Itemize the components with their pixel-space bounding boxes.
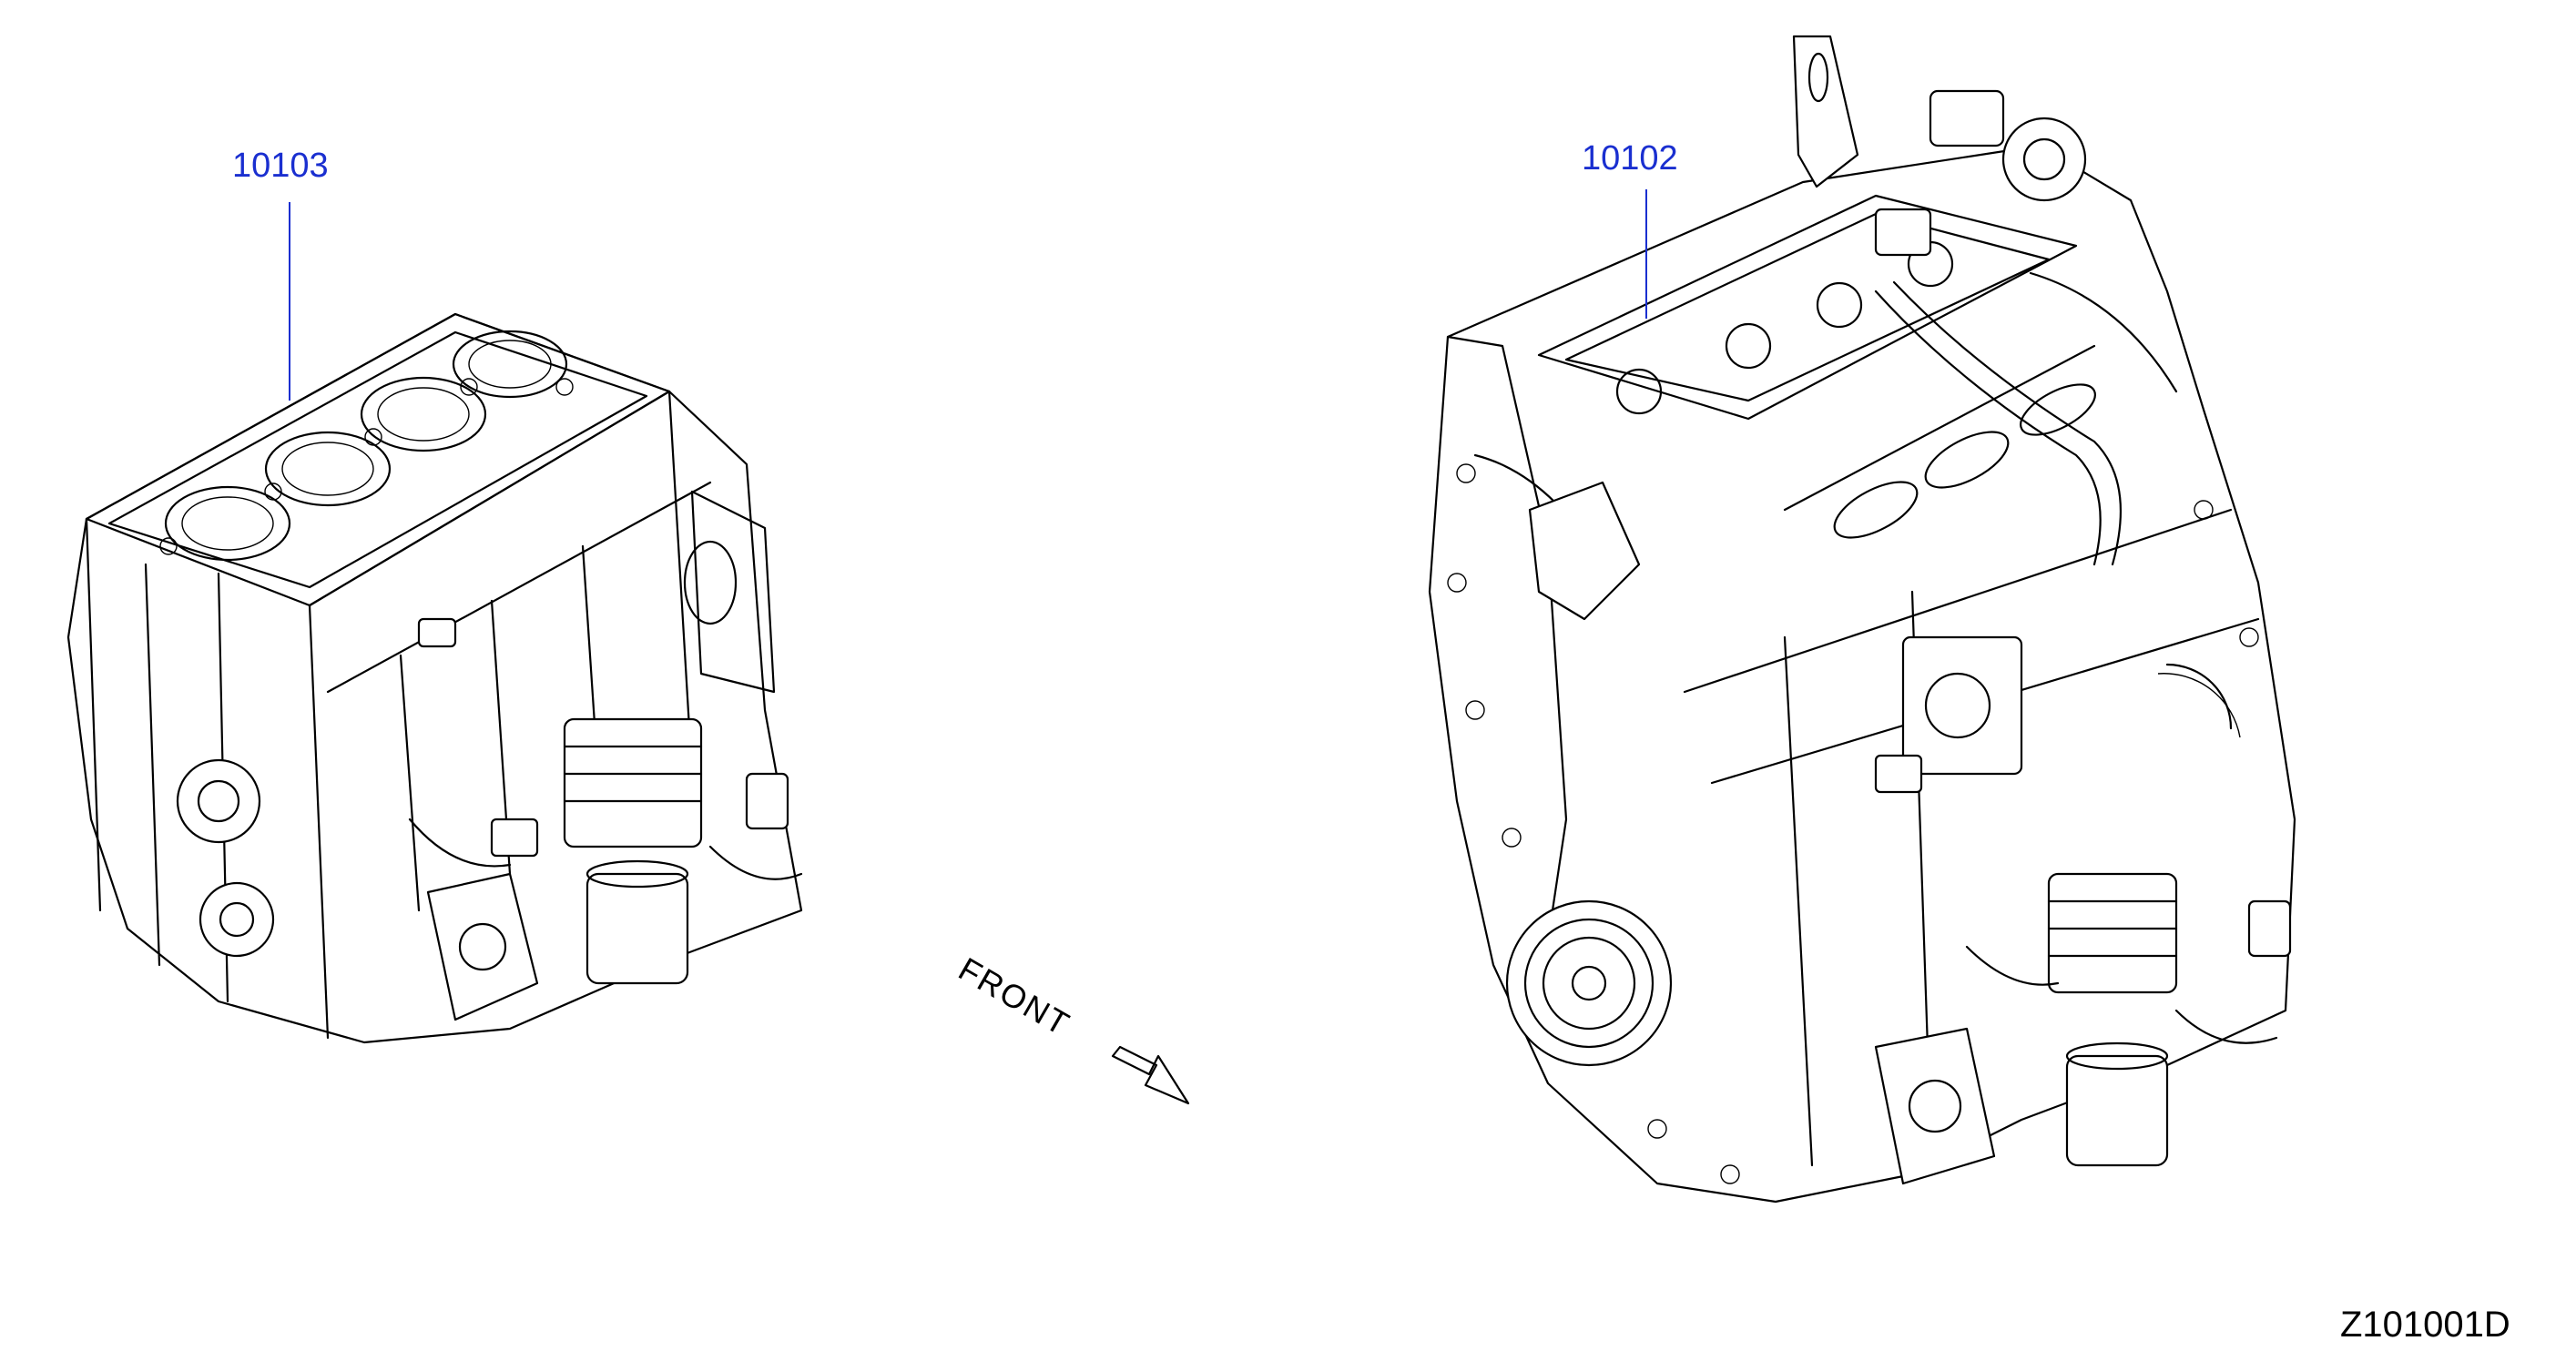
front-label: FRONT xyxy=(952,950,1077,1042)
illustration-code: Z101001D xyxy=(2340,1305,2510,1345)
front-indicator: FRONT xyxy=(952,950,1190,1105)
callout-10103[interactable]: 10103 xyxy=(232,147,329,401)
part-number-10103[interactable]: 10103 xyxy=(232,147,329,185)
short-block-illustration[interactable] xyxy=(66,312,803,1044)
engine-assembly-illustration[interactable] xyxy=(1428,35,2296,1204)
front-arrow-icon xyxy=(1111,1045,1190,1105)
callout-10102[interactable]: 10102 xyxy=(1582,139,1678,319)
part-number-10102[interactable]: 10102 xyxy=(1582,139,1678,178)
